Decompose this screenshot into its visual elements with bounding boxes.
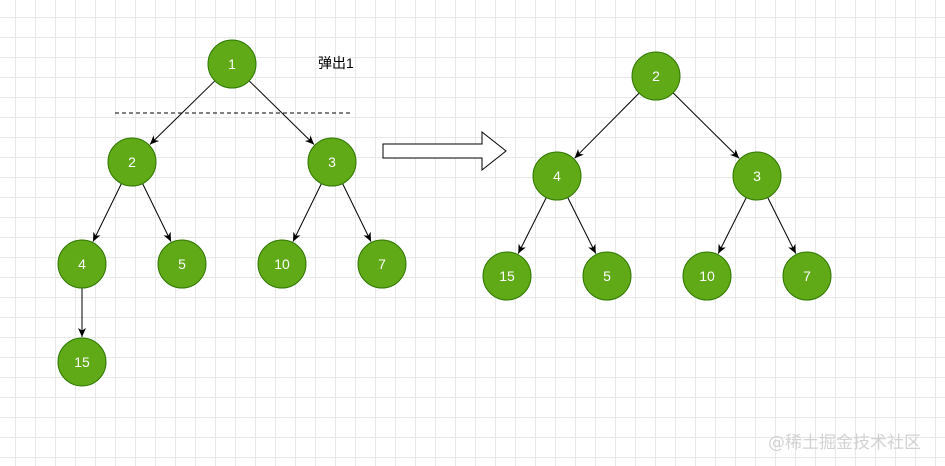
before-node-circle xyxy=(207,39,257,89)
pop-annotation: 弹出1 xyxy=(318,55,354,71)
before-node-circle xyxy=(57,239,107,289)
after-edge-a2-a4 xyxy=(574,92,640,159)
before-edge-b3-b7 xyxy=(342,183,372,242)
after-edge-a2-a3 xyxy=(672,92,740,159)
before-node-circle xyxy=(107,137,157,187)
after-node-circle xyxy=(631,51,681,101)
tree-edges xyxy=(78,80,797,337)
after-node-circle xyxy=(682,251,732,301)
before-node-label: 10 xyxy=(274,256,290,272)
after-edge-a3-a10 xyxy=(717,197,747,254)
after-node-7: 7 xyxy=(782,251,832,301)
before-edge-b2-b4 xyxy=(92,183,122,242)
before-node-10: 10 xyxy=(257,239,307,289)
after-node-circle xyxy=(532,151,582,201)
after-node-3: 3 xyxy=(732,151,782,201)
after-node-circle xyxy=(482,251,532,301)
after-edge-a3-a7 xyxy=(767,197,797,254)
before-edge-b1-b3 xyxy=(248,80,315,145)
before-node-4: 4 xyxy=(57,239,107,289)
before-edge-b1-b2 xyxy=(149,80,216,145)
before-node-2: 2 xyxy=(107,137,157,187)
before-node-label: 7 xyxy=(378,256,386,272)
before-edge-b3-b10 xyxy=(292,183,322,242)
before-node-1: 1 xyxy=(207,39,257,89)
after-node-circle xyxy=(582,251,632,301)
after-node-label: 4 xyxy=(553,168,561,184)
after-edge-a4-a5 xyxy=(567,197,597,254)
after-node-2: 2 xyxy=(631,51,681,101)
tree-nodes: 1 2 3 4 5 10 7 15 2 4 3 15 5 10 7 xyxy=(57,39,832,387)
after-node-15: 15 xyxy=(482,251,532,301)
before-node-label: 15 xyxy=(74,354,90,370)
after-node-label: 15 xyxy=(499,268,515,284)
before-node-15: 15 xyxy=(57,337,107,387)
after-node-circle xyxy=(782,251,832,301)
after-edge-a4-a15 xyxy=(517,197,547,254)
after-node-circle xyxy=(732,151,782,201)
after-node-label: 3 xyxy=(753,168,761,184)
before-node-label: 1 xyxy=(228,56,236,72)
after-node-label: 7 xyxy=(803,268,811,284)
watermark: @稀土掘金技术社区 xyxy=(768,433,921,453)
before-node-3: 3 xyxy=(307,137,357,187)
before-edge-b2-b5 xyxy=(142,183,172,242)
after-node-label: 2 xyxy=(652,68,660,84)
before-node-5: 5 xyxy=(157,239,207,289)
after-node-10: 10 xyxy=(682,251,732,301)
before-node-circle xyxy=(357,239,407,289)
before-node-label: 5 xyxy=(178,256,186,272)
after-node-5: 5 xyxy=(582,251,632,301)
before-node-circle xyxy=(307,137,357,187)
before-node-label: 4 xyxy=(78,256,86,272)
before-node-circle xyxy=(157,239,207,289)
before-node-7: 7 xyxy=(357,239,407,289)
after-node-4: 4 xyxy=(532,151,582,201)
before-node-circle xyxy=(57,337,107,387)
before-node-circle xyxy=(257,239,307,289)
after-node-label: 5 xyxy=(603,268,611,284)
after-node-label: 10 xyxy=(699,268,715,284)
before-node-label: 2 xyxy=(128,154,136,170)
transition-arrow-icon xyxy=(382,130,507,172)
before-node-label: 3 xyxy=(328,154,336,170)
